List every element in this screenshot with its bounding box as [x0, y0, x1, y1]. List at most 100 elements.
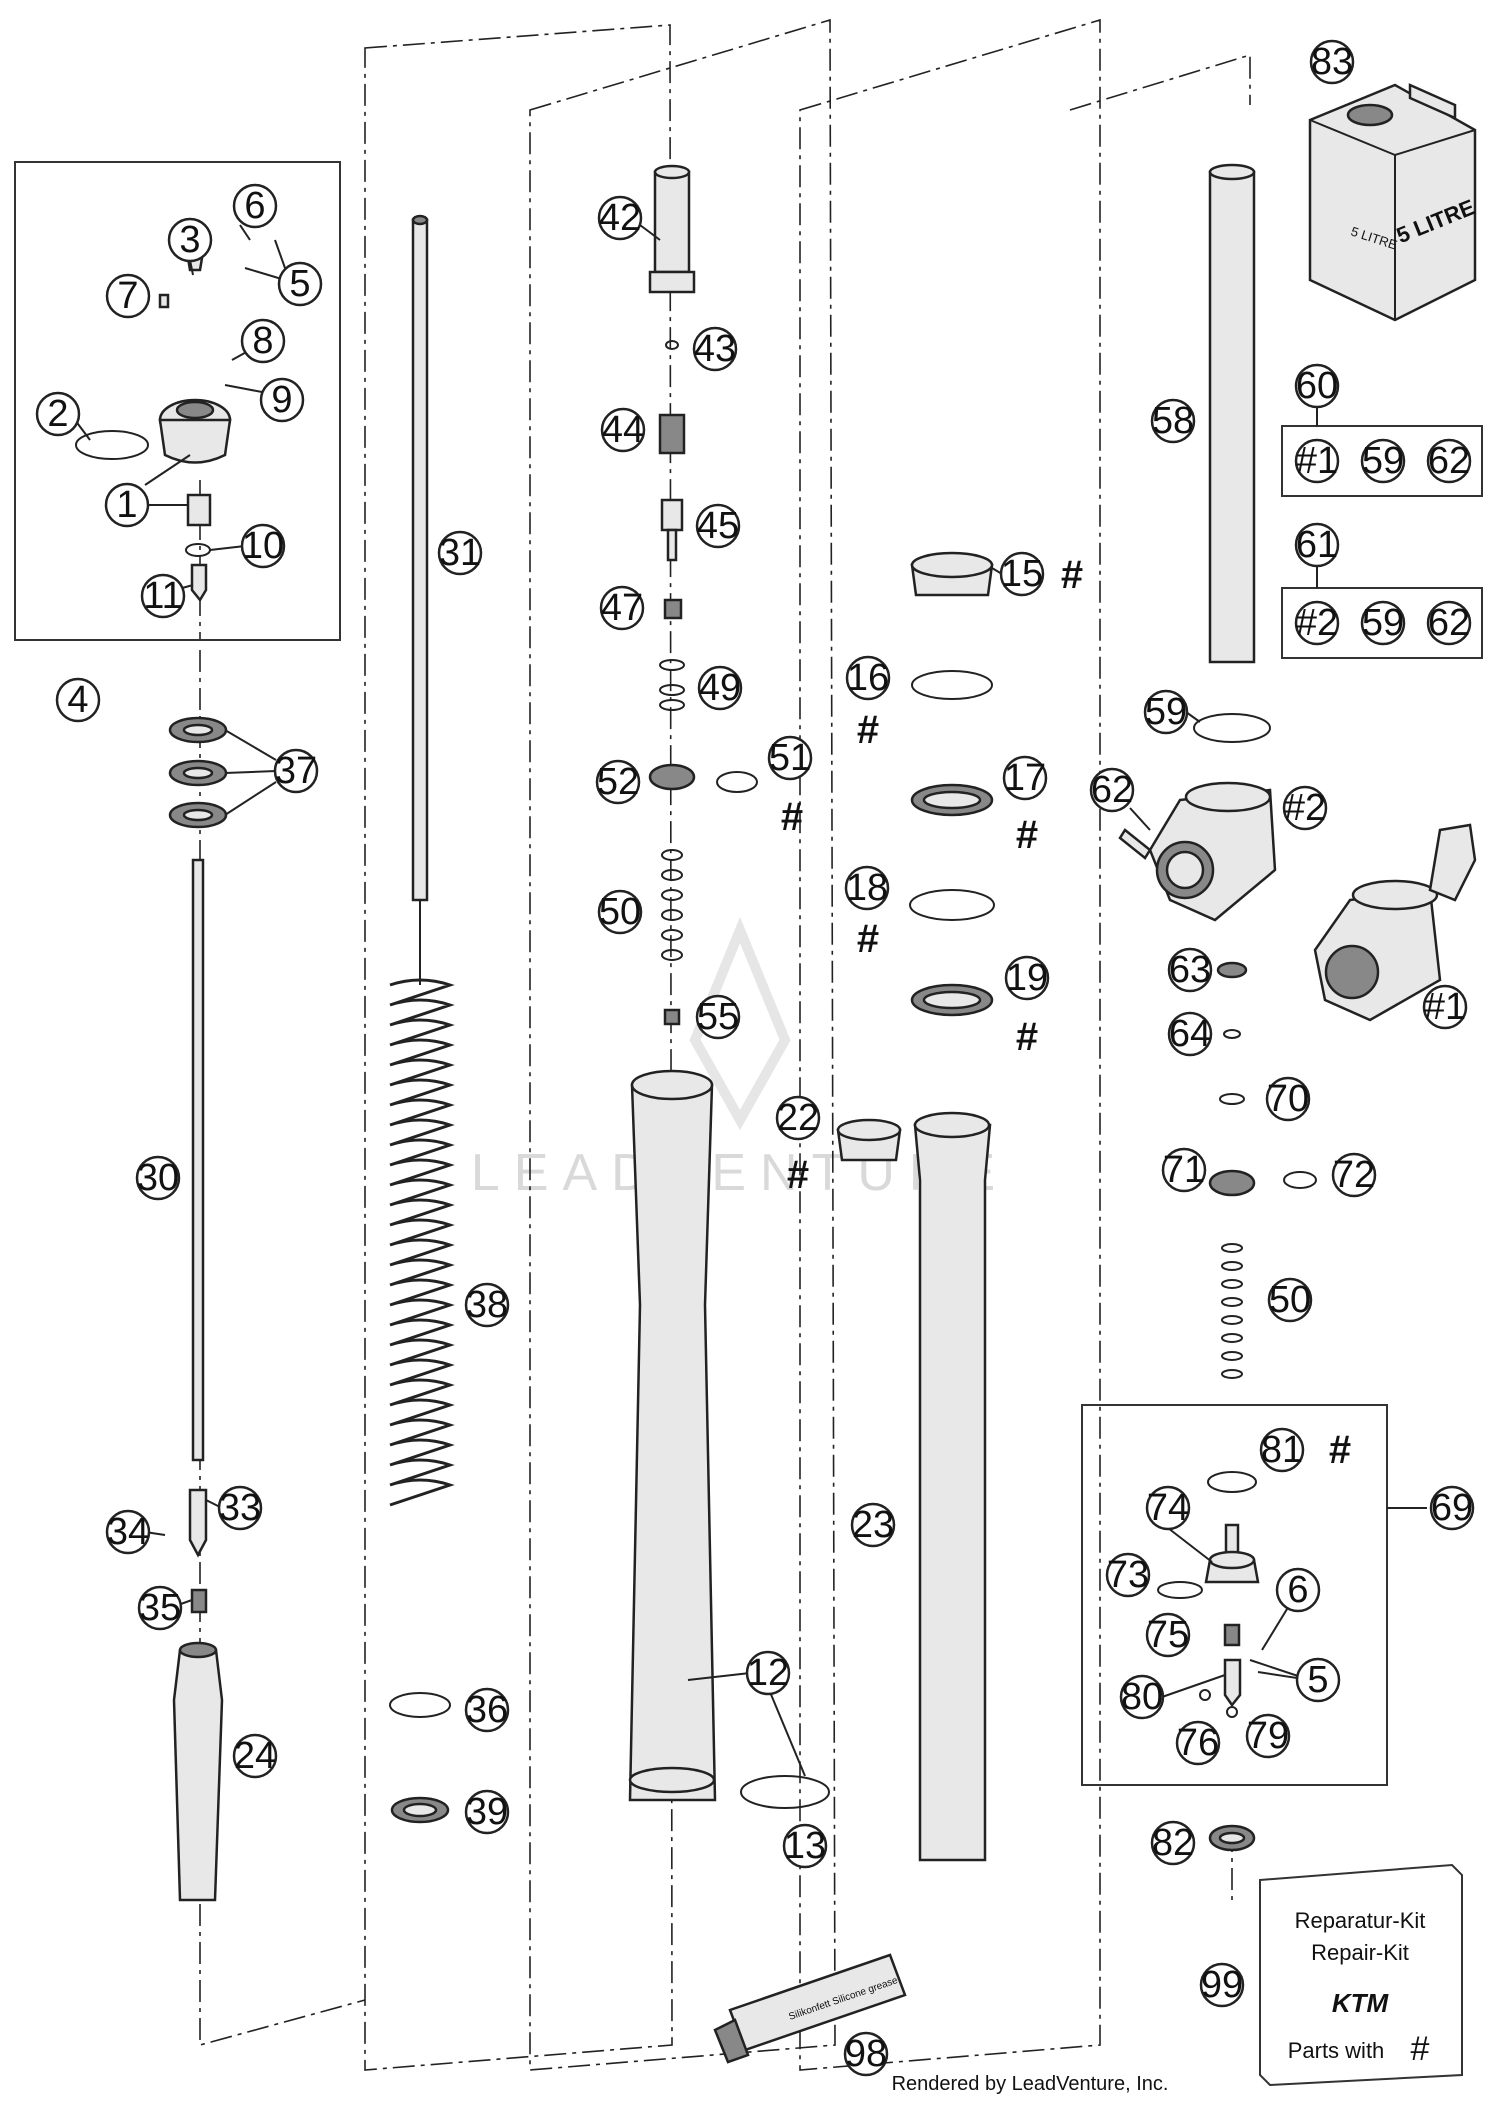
callout-30-label: 30: [137, 1157, 179, 1199]
callout-50: 50: [597, 889, 643, 935]
callout-58: 58: [1150, 398, 1196, 444]
callout-18-ring: [844, 865, 890, 911]
callout-99: 99: [1199, 1962, 1245, 2008]
callout-34: 34: [105, 1509, 151, 1555]
leader-line-10: [209, 545, 246, 551]
bushings-and-seals: [836, 551, 995, 1162]
callout-43-label: 43: [694, 328, 736, 370]
callout-3: 3: [167, 217, 213, 263]
callout-4-label: 4: [67, 679, 88, 721]
leader-line-80: [1161, 1674, 1226, 1698]
callout-36-ring: [464, 1687, 510, 1733]
leader-line-74: [1167, 1527, 1213, 1563]
callout-79: 79: [1245, 1713, 1291, 1759]
callout-69-ring: [1429, 1485, 1475, 1531]
callout-35-label: 35: [139, 1587, 181, 1629]
callout-8-label: 8: [252, 320, 273, 362]
callout-51-label: 51: [769, 737, 811, 779]
callout-24-ring: [232, 1733, 278, 1779]
cartridge-parts: [648, 164, 758, 1026]
repair-kit-line1: Reparatur-Kit: [1295, 1908, 1426, 1933]
callout-64-label: 64: [1169, 1013, 1211, 1055]
callout-15-label: 15: [1001, 553, 1043, 595]
leader-line-3: [189, 259, 194, 276]
callout-98: 98: [843, 2031, 889, 2077]
leader-line-5: [274, 239, 286, 269]
callout-55-ring: [695, 994, 741, 1040]
callout-82: 82: [1150, 1820, 1196, 1866]
callout-24: 24: [232, 1733, 278, 1779]
hash-marker-4: #: [1016, 1015, 1038, 1059]
callout-72: 72: [1331, 1152, 1377, 1198]
callout-70: 70: [1265, 1076, 1311, 1122]
compression-valve-parts: [1208, 961, 1317, 1379]
callout-59: 59: [1143, 689, 1189, 735]
callout-39-label: 39: [466, 1791, 508, 1833]
clamp-ref-1: #1: [1422, 984, 1468, 1030]
leader-line-59: [1185, 711, 1201, 723]
repair-kit-box-99: Reparatur-Kit Repair-Kit KTM Parts with …: [1259, 1863, 1463, 2087]
callout-35-ring: [137, 1585, 183, 1631]
callout-22-label: 22: [777, 1097, 819, 1139]
callout-37: 37: [273, 748, 319, 794]
callout-30: 30: [135, 1155, 181, 1201]
leader-line-37: [224, 781, 277, 816]
callout-24-label: 24: [234, 1735, 276, 1777]
clamp-ref-2: #2: [1282, 785, 1328, 831]
callout-19-ring: [1004, 955, 1050, 1001]
hash-marker-1: #: [857, 708, 879, 752]
callout-58-ring: [1150, 398, 1196, 444]
callout-11: 11: [140, 573, 186, 619]
callout-8-ring: [240, 318, 286, 364]
callout-5-second: 5: [1295, 1657, 1341, 1703]
callout-6: 6: [232, 183, 278, 229]
callout-31-ring: [437, 530, 483, 576]
callout-76: 76: [1175, 1720, 1221, 1766]
piston-rod-30: [172, 858, 224, 1902]
callout-61-label: 61: [1296, 524, 1338, 566]
callout-2-ring: [35, 391, 81, 437]
callout-9-label: 9: [271, 379, 292, 421]
callout-17-ring: [1002, 755, 1048, 801]
callout-61: 61: [1294, 522, 1340, 568]
hash-marker-2: #: [1016, 813, 1038, 857]
callout-83-label: 83: [1311, 41, 1353, 83]
callout-59-ring: [1143, 689, 1189, 735]
callout-47-label: 47: [601, 587, 643, 629]
callout-37-label: 37: [275, 750, 317, 792]
callout-50-label: 50: [599, 891, 641, 933]
leader-line-37: [224, 770, 277, 774]
callout-55: 55: [695, 994, 741, 1040]
hash-marker-0: #: [1061, 553, 1083, 597]
leader-line-9: [224, 384, 263, 393]
repair-kit-line2: Repair-Kit: [1311, 1940, 1409, 1965]
callout-98-label: 98: [845, 2033, 887, 2075]
kit-box-60: [1281, 425, 1483, 497]
callout-72-label: 72: [1333, 1154, 1375, 1196]
callout-50-second: 50: [1267, 1277, 1313, 1323]
kit-60-item-2: 62: [1426, 438, 1472, 484]
callout-60-ring: [1294, 363, 1340, 409]
group-4-box: [14, 161, 341, 641]
callout-2: 2: [35, 391, 81, 437]
callout-13: 13: [782, 1823, 828, 1869]
callout-81: 81: [1259, 1427, 1305, 1473]
callout-45-ring: [695, 503, 741, 549]
callout-layer: 1234567891011121315161718192223243031333…: [35, 39, 1475, 2077]
callout-80-ring: [1119, 1674, 1165, 1720]
inner-tube-23: [913, 1111, 992, 1862]
callout-76-label: 76: [1177, 1722, 1219, 1764]
callout-52-ring: [595, 759, 641, 805]
callout-51: 51: [767, 735, 813, 781]
oil-can-83: 5 LITRE 5 LITRE: [1308, 83, 1478, 322]
callout-22-ring: [775, 1095, 821, 1141]
kit-60-item-1-label: 59: [1362, 440, 1404, 482]
callout-80-label: 80: [1121, 1676, 1163, 1718]
callout-60: 60: [1294, 363, 1340, 409]
kit-61-item-1: 59: [1360, 600, 1406, 646]
kit-60-item-0: #1: [1294, 438, 1340, 484]
callout-6-second-ring: [1275, 1567, 1321, 1613]
leader-line-6: [239, 224, 251, 241]
callout-49: 49: [697, 665, 743, 711]
callout-71-ring: [1161, 1147, 1207, 1193]
